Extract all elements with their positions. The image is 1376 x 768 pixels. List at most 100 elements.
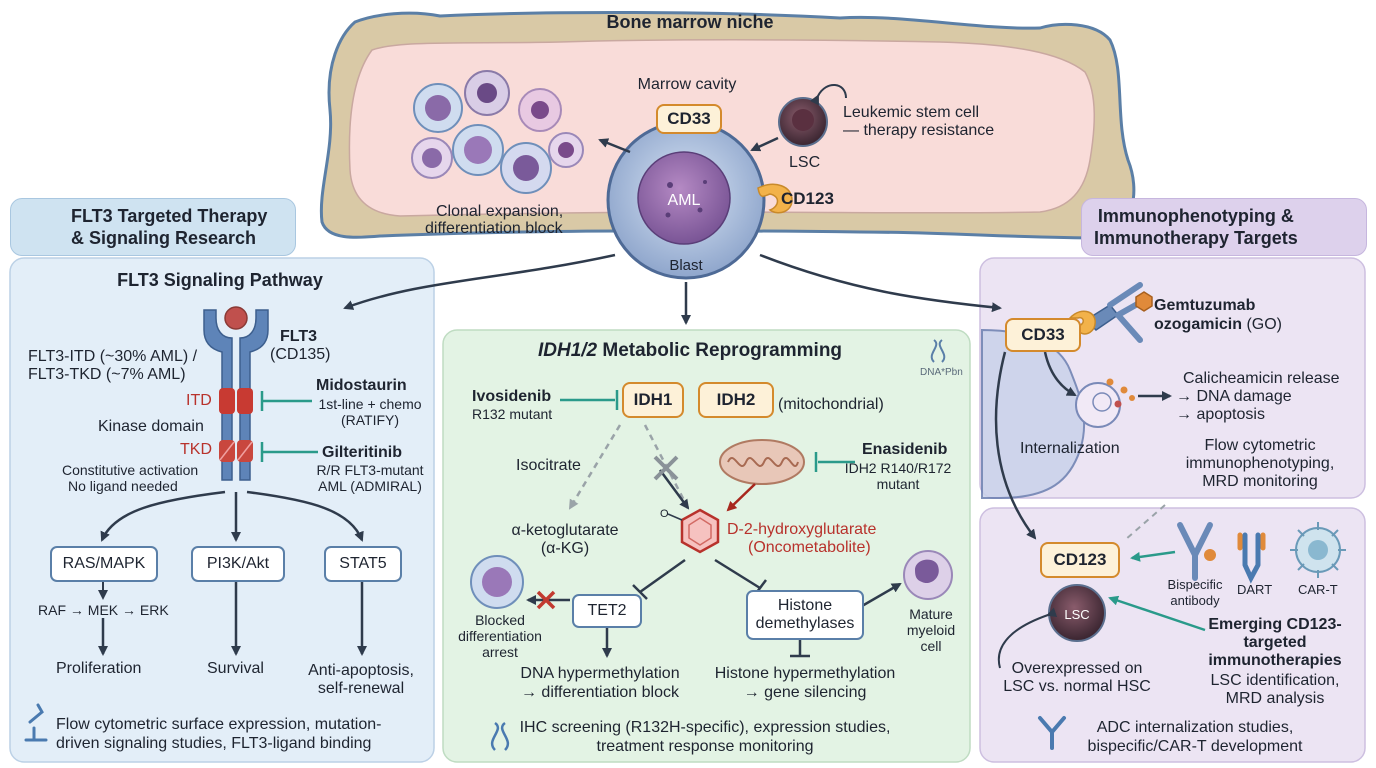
bispecific-l1: Bispecific (1167, 577, 1223, 592)
enasidenib-l1: IDH2 R140/R172 (844, 460, 952, 476)
emerging-l3: immunotherapies (1208, 652, 1342, 669)
isocitrate-label: Isocitrate (516, 457, 581, 474)
blocked-cell (470, 555, 524, 609)
blocked-x (653, 455, 679, 481)
microscope-icon (24, 703, 48, 742)
immuno-header-l1: Immunophenotyping & (1097, 206, 1294, 226)
idh-title-rest: Metabolic Reprogramming (597, 340, 843, 361)
bispecific-antibody-icon (1177, 522, 1216, 581)
overexpressed-l1: Overexpressed on (1011, 660, 1143, 677)
mitochondrial-label: (mitochondrial) (778, 396, 884, 413)
flt3-receptor-l1: FLT3 (280, 328, 318, 345)
lsc-desc-l1: Leukemic stem cell (843, 104, 980, 121)
clonal-l2: differentiation block (425, 220, 563, 237)
emerging-l1: Emerging CD123- (1208, 616, 1342, 633)
dart-icon (1237, 532, 1266, 584)
lsc-cell-bone (778, 84, 847, 147)
flt3-footer-l2: driven signaling studies, FLT3-ligand bi… (56, 735, 372, 752)
dart-label: DART (1237, 582, 1273, 597)
histone-hyper-l2: → gene silencing (743, 684, 867, 701)
arrow-to-immuno (759, 253, 1002, 313)
flt3-title: FLT3 Signaling Pathway (117, 270, 323, 290)
ras-mapk-box: RAS/MAPK (50, 546, 158, 582)
internalization-label: Internalization (1020, 440, 1120, 457)
akg-l2: (α-KG) (540, 540, 590, 557)
gilteritinib-l1: R/R FLT3-mutant (316, 462, 424, 478)
gilteritinib-label: Gilteritinib (322, 444, 402, 461)
d2hg-l2: (Oncometabolite) (748, 539, 871, 556)
gemtuzumab-l2-rest: (GO) (1242, 316, 1283, 333)
dna-icon (490, 721, 510, 751)
bispecific-l2: antibody (1170, 593, 1220, 608)
blocked-l3: arrest (482, 644, 518, 660)
dna-hyper-l2: → differentiation block (520, 684, 679, 701)
flt3-receptor (203, 306, 269, 481)
idh1-box: IDH1 (622, 382, 684, 418)
dna-hyper-l1: DNA hypermethylation (520, 665, 680, 682)
calicheamicin-l3: → apoptosis (1176, 406, 1265, 423)
arrow-lsc-to-blast (750, 136, 779, 152)
car-t-icon (1290, 522, 1346, 578)
enasidenib-l2: mutant (876, 476, 920, 492)
mature-l2: myeloid (906, 622, 956, 638)
immuno-header-l2: Immunotherapy Targets (1094, 228, 1298, 248)
blocked-l1: Blocked (475, 612, 525, 628)
gemtuzumab-l2-bold: ozogamicin (1154, 316, 1243, 333)
lsc-bone-label: LSC (789, 154, 821, 171)
anti-apoptosis-l1: Anti-apoptosis, (308, 662, 414, 679)
kinase-domain-label: Kinase domain (98, 418, 204, 435)
cd123-bone-label: CD123 (781, 189, 834, 208)
flt3-footer-l1: Flow cytometric surface expression, muta… (56, 716, 382, 733)
d2hg-l1: D-2-hydroxyglutarate (727, 521, 877, 538)
bone-title: Bone marrow niche (606, 12, 774, 32)
flow-l2: immunophenotyping, (1185, 455, 1335, 472)
flt3-header-l1: FLT3 Targeted Therapy (71, 206, 268, 226)
ivosidenib-label: Ivosidenib (472, 388, 552, 405)
immuno-header: Immunophenotyping & Immunotherapy Target… (1081, 198, 1367, 256)
mitochondria-icon (719, 439, 805, 485)
immuno-footer-l1: ADC internalization studies, (1096, 719, 1294, 736)
itd-label: ITD (186, 392, 212, 409)
overexpressed-l2: LSC vs. normal HSC (1003, 678, 1151, 695)
enasidenib-label: Enasidenib (862, 441, 948, 458)
dna-tag: DNA*Pbn (920, 367, 963, 378)
calicheamicin-l2: → DNA damage (1176, 388, 1292, 405)
ivosidenib-sub: R132 mutant (472, 406, 553, 422)
gemtuzumab-l1: Gemtuzumab (1154, 297, 1256, 314)
midostaurin-label: Midostaurin (316, 377, 407, 394)
lsc-desc-l2: — therapy resistance (843, 122, 995, 139)
lsc-immuno-label: LSC (1064, 607, 1090, 622)
arrow-blast-to-clonal (598, 138, 631, 154)
flow-l3: MRD monitoring (1202, 473, 1318, 490)
calicheamicin-l1: Calicheamicin release (1183, 370, 1340, 387)
flt3-header-l2: & Signaling Research (71, 228, 257, 248)
blocked-l2: differentiation (458, 628, 542, 644)
arrow-to-flt3 (343, 253, 616, 310)
tet2-box: TET2 (572, 594, 642, 628)
flt3-header: FLT3 Targeted Therapy & Signaling Resear… (10, 198, 296, 256)
blocked-red-x (536, 590, 556, 610)
histone-demethylases-box: Histone demethylases (746, 590, 864, 640)
anti-apoptosis-l2: self-renewal (317, 680, 405, 697)
histone-hyper-l1: Histone hypermethylation (714, 665, 896, 682)
pi3k-akt-box: PI3K/Akt (191, 546, 285, 582)
akg-l1: α-ketoglutarate (511, 522, 619, 539)
cd123-immuno-box: CD123 (1040, 542, 1120, 578)
const-l2: No ligand needed (68, 478, 178, 494)
idh2-box: IDH2 (698, 382, 774, 418)
idh-title-italic: IDH1/2 (537, 340, 598, 361)
flow-l1: Flow cytometric (1204, 437, 1316, 454)
d2hg-molecule (667, 508, 720, 554)
flt3-receptor-l2: (CD135) (270, 346, 331, 363)
idh-title: IDH1/2 Metabolic Reprogramming (460, 340, 920, 361)
idh-footer-l2: treatment response monitoring (596, 738, 814, 755)
mature-l1: Mature (909, 606, 953, 622)
cd33-bone-marker: CD33 (656, 104, 722, 134)
blast-cell (606, 120, 793, 280)
antibody-footer-icon (1038, 716, 1066, 750)
survival-label: Survival (207, 660, 264, 677)
lsc-id-l1: LSC identification, (1210, 672, 1340, 689)
raf-mek-erk: RAF → MEK → ERK (38, 602, 169, 618)
clonal-cells (411, 70, 584, 194)
